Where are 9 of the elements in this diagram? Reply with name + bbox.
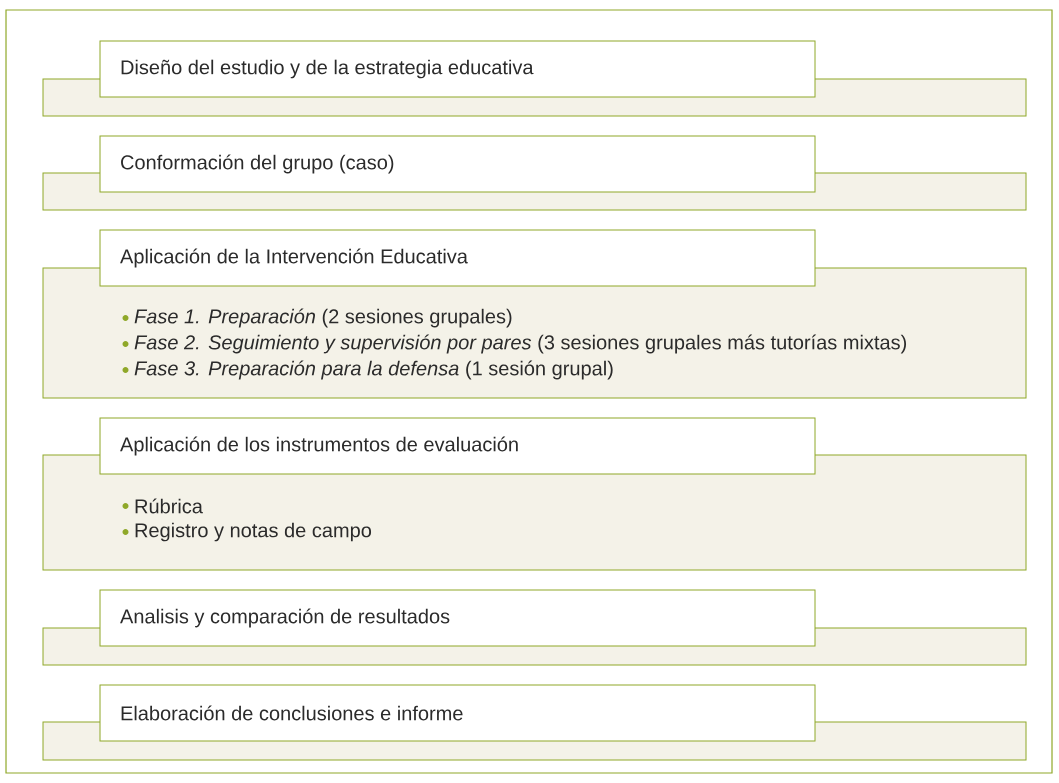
step-card: Analisis y comparación de resultados [42, 589, 1027, 666]
bullet-item: Registro y notas de campo [135, 522, 372, 542]
step-card: Diseño del estudio y de la estrategia educativa [42, 40, 1027, 117]
bullet-item: Fase 1. Preparación (2 sesiones grupales) [134, 308, 512, 328]
step-card: Elaboración de conclusiones e informe [42, 684, 1027, 761]
bullet-item: Fase 3. Preparación para la defensa (1 sesión grupal) [134, 360, 613, 380]
bullet-item: Rúbrica [135, 498, 203, 514]
bullet-item: Fase 2. Seguimiento y supervisión por pares (3 sesiones grupales más tutorías mixtas) [134, 334, 907, 354]
step-card: Conformación del grupo (caso) [42, 135, 1027, 211]
